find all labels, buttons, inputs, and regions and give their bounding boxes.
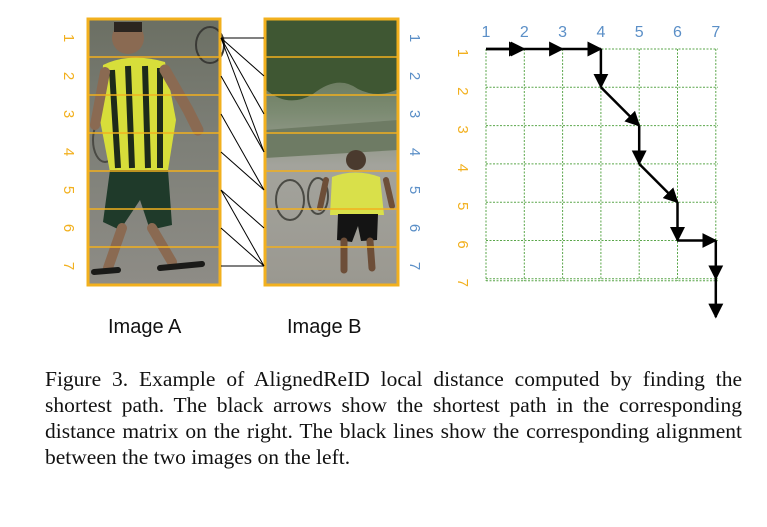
- stripe-number: 7: [60, 262, 77, 270]
- matrix-row-number: 4: [454, 164, 471, 172]
- stripe-number: 3: [406, 110, 423, 118]
- stripe-number: 6: [406, 224, 423, 232]
- alignment-line: [221, 114, 264, 190]
- matrix-column-numbers: 1 2 3 4 5 6 7: [482, 24, 721, 41]
- alignment-line: [221, 152, 264, 190]
- image-a-label: Image A: [108, 316, 181, 339]
- matrix-column-number: 6: [673, 24, 682, 41]
- stripe-number: 3: [60, 110, 77, 118]
- alignment-line: [221, 38, 264, 152]
- image-a: [88, 19, 224, 285]
- matrix-row-numbers: 1 2 3 4 5 6 7: [454, 49, 471, 287]
- matrix-column-number: 2: [520, 24, 529, 41]
- matrix-column-number: 4: [596, 24, 605, 41]
- stripe-number: 2: [60, 72, 77, 80]
- stripe-number: 2: [406, 72, 423, 80]
- matrix-row-number: 1: [454, 49, 471, 57]
- alignment-line: [221, 76, 264, 152]
- image-b: [265, 19, 398, 285]
- matrix-row-number: 2: [454, 87, 471, 95]
- stripe-number: 1: [60, 34, 77, 42]
- matrix-column-number: 7: [711, 24, 720, 41]
- alignment-line: [221, 228, 264, 266]
- stripe-number: 5: [406, 186, 423, 194]
- image-b-label: Image B: [287, 316, 361, 339]
- matrix-column-number: 3: [558, 24, 567, 41]
- alignment-line: [221, 38, 264, 76]
- figure-caption: Figure 3. Example of AlignedReID local d…: [45, 366, 742, 470]
- image-b-stripe-numbers: 1 2 3 4 5 6 7: [406, 34, 423, 270]
- stripe-number: 1: [406, 34, 423, 42]
- alignment-line: [221, 190, 264, 266]
- alignment-line: [221, 190, 264, 228]
- matrix-row-number: 6: [454, 240, 471, 248]
- path-arrow: [639, 164, 677, 202]
- matrix-row-number: 7: [454, 279, 471, 287]
- path-arrow: [601, 87, 639, 125]
- matrix-row-number: 5: [454, 202, 471, 210]
- matrix-column-number: 1: [482, 24, 491, 41]
- stripe-number: 5: [60, 186, 77, 194]
- stripe-number: 7: [406, 262, 423, 270]
- stripe-number: 4: [60, 148, 77, 156]
- alignment-line: [221, 38, 264, 114]
- matrix-row-number: 3: [454, 125, 471, 133]
- stripe-number: 4: [406, 148, 423, 156]
- stripe-number: 6: [60, 224, 77, 232]
- alignment-lines: [221, 38, 264, 266]
- matrix-column-number: 5: [635, 24, 644, 41]
- image-a-stripe-numbers: 1 2 3 4 5 6 7: [60, 34, 77, 270]
